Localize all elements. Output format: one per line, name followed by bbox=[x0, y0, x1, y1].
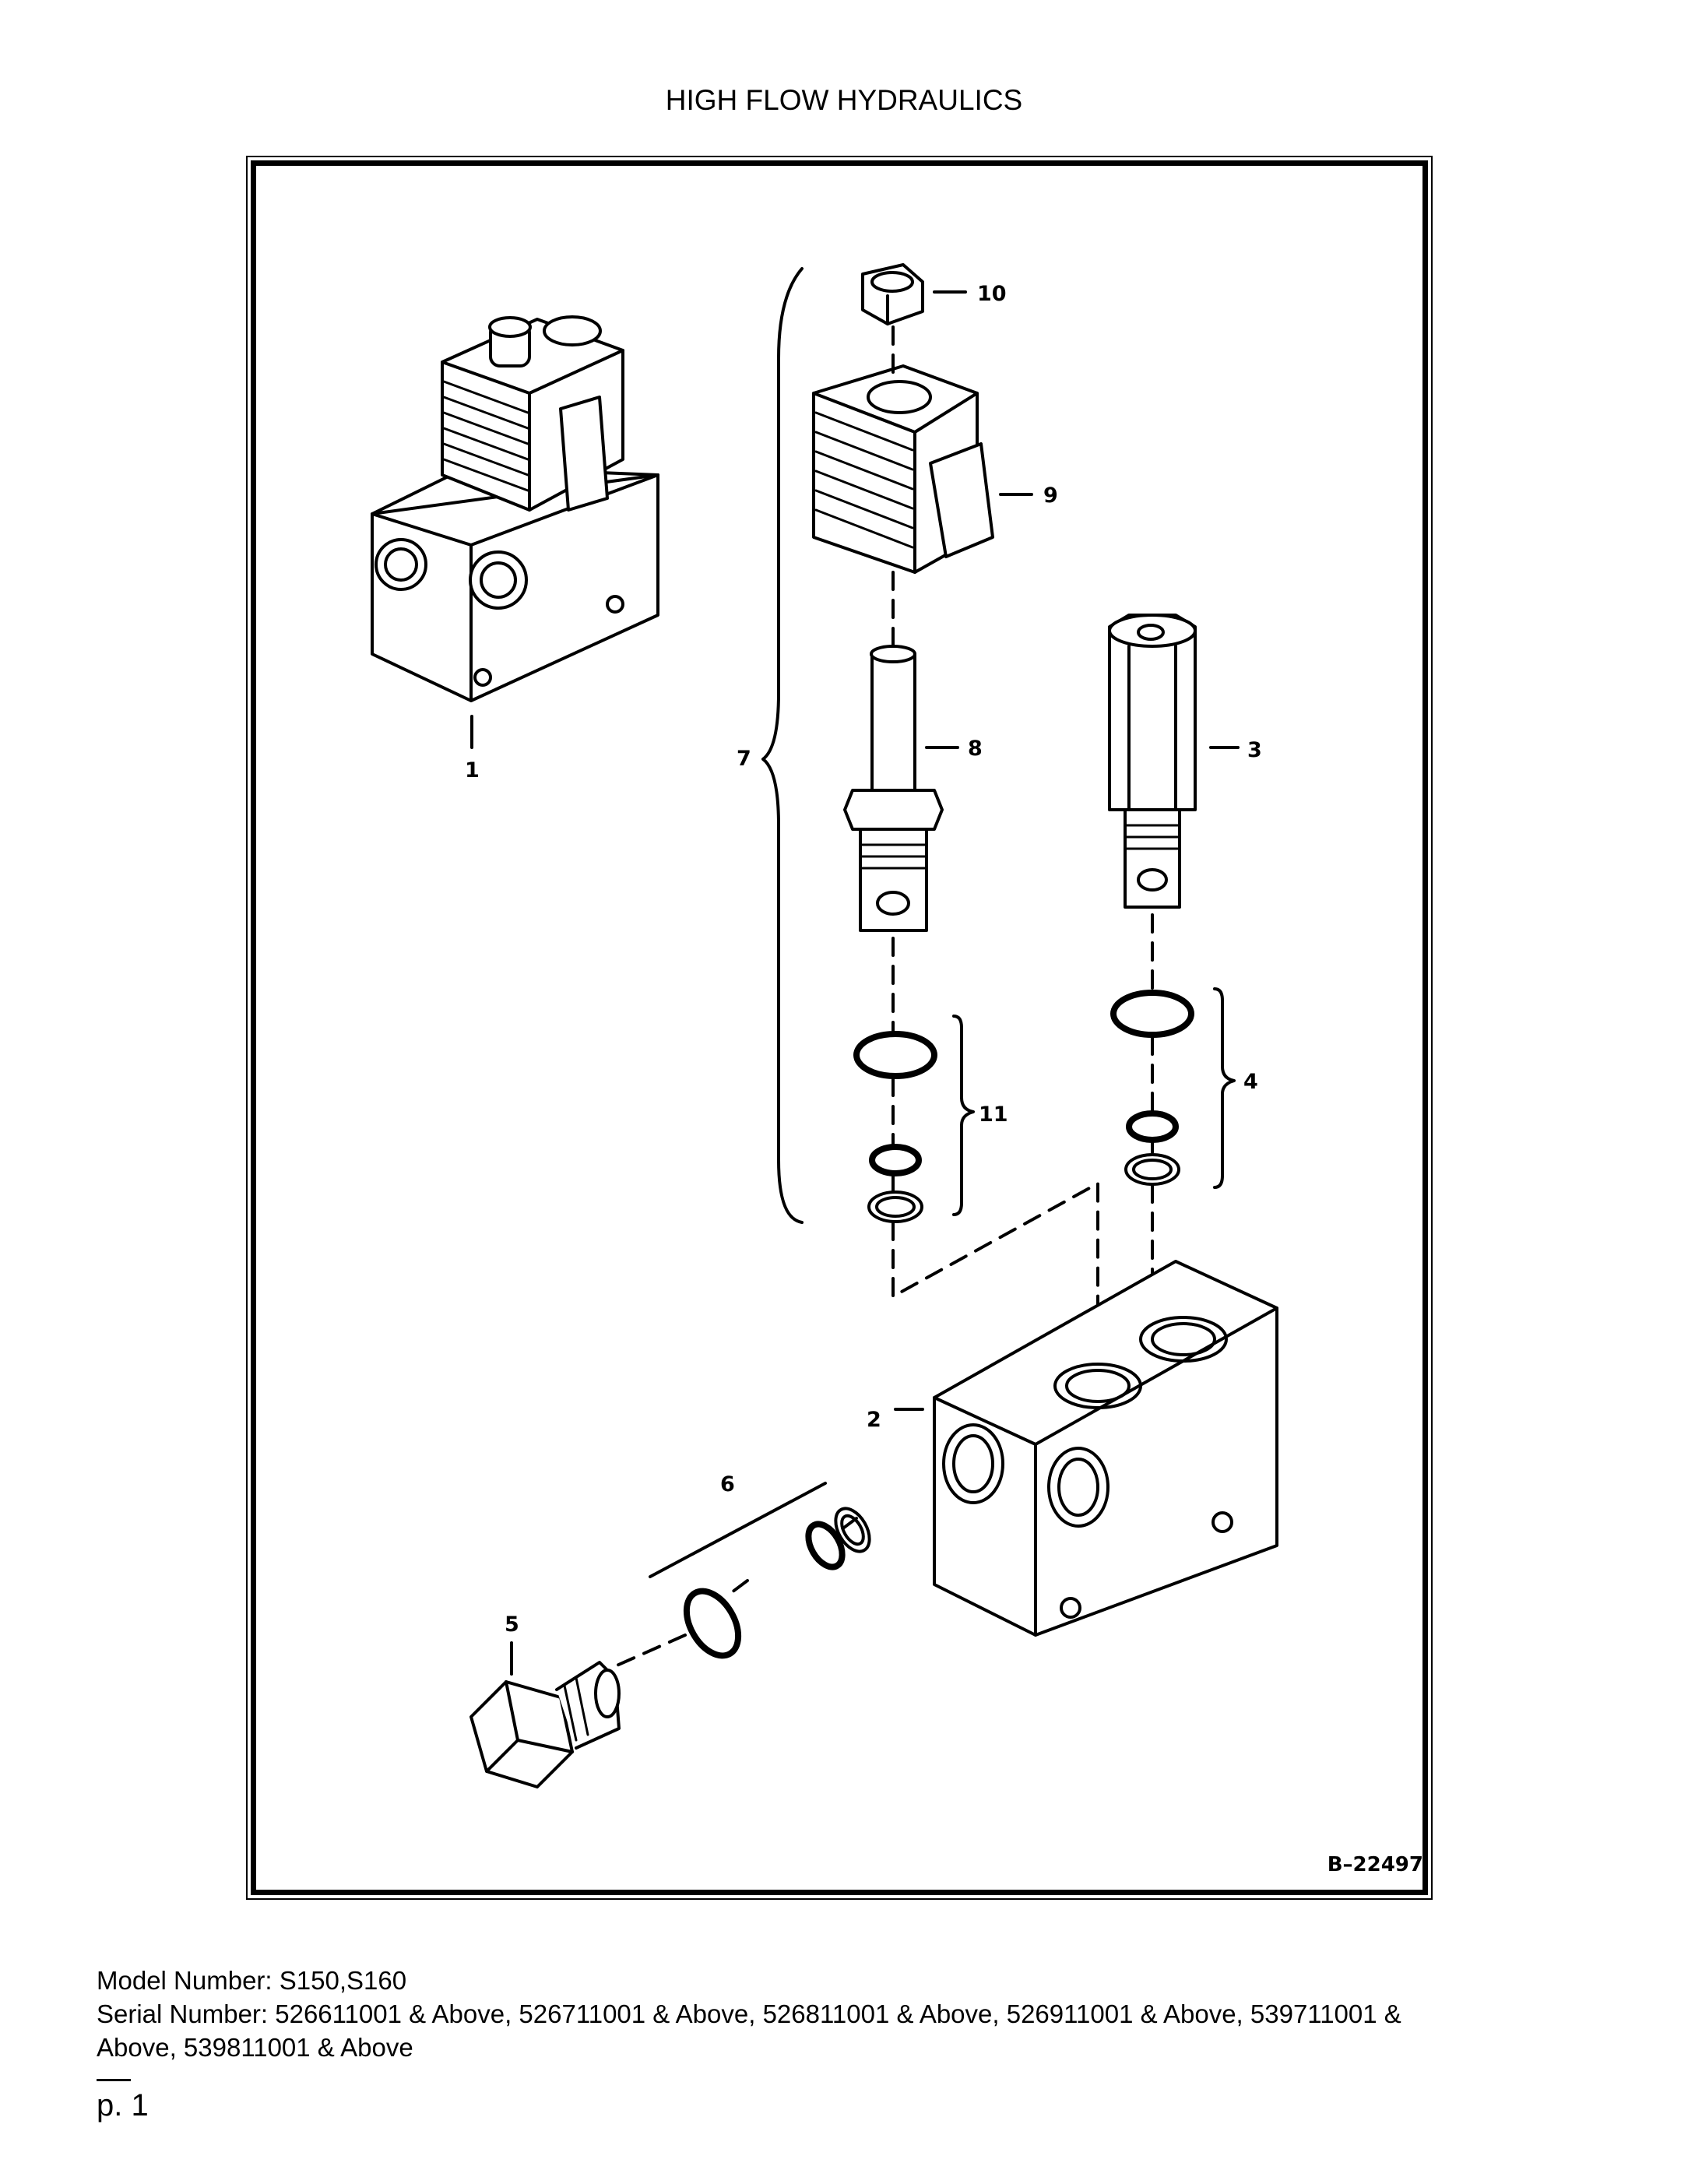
callout-11: 11 bbox=[979, 1103, 1008, 1127]
callout-1: 1 bbox=[465, 758, 480, 783]
part-10-nut bbox=[861, 263, 967, 325]
model-number: Model Number: S150,S160 bbox=[97, 1966, 407, 1995]
part-4-seals bbox=[1110, 990, 1194, 1186]
figure-frame-outer bbox=[246, 156, 1433, 1900]
page-number: p. 1 bbox=[97, 2088, 149, 2122]
part-6-seals bbox=[683, 1507, 871, 1659]
callout-9: 9 bbox=[1043, 484, 1058, 508]
part-9-coil bbox=[812, 364, 1033, 574]
callout-10: 10 bbox=[977, 282, 1007, 306]
callout-4: 4 bbox=[1243, 1070, 1258, 1094]
page-rule bbox=[97, 2079, 131, 2081]
part-1-valve-assembly bbox=[371, 315, 659, 749]
callout-8: 8 bbox=[968, 737, 983, 761]
figure-frame bbox=[251, 160, 1428, 1895]
part-5-plug bbox=[469, 1641, 621, 1788]
callout-2: 2 bbox=[867, 1408, 881, 1432]
callout-5: 5 bbox=[505, 1613, 519, 1637]
part-11-seals bbox=[853, 1031, 937, 1223]
page-title: HIGH FLOW HYDRAULICS bbox=[665, 84, 1023, 116]
part-2-manifold-block bbox=[894, 1260, 1278, 1637]
model-serial-info: Model Number: S150,S160 Serial Number: 5… bbox=[97, 1964, 1607, 2064]
callout-3: 3 bbox=[1247, 738, 1262, 762]
serial-number-line-1: Serial Number: 526611001 & Above, 526711… bbox=[97, 1999, 1401, 2028]
serial-number-line-2: Above, 539811001 & Above bbox=[97, 2033, 413, 2062]
part-3-relief-cartridge bbox=[1108, 614, 1240, 909]
part-8-cartridge bbox=[843, 645, 959, 932]
figure-id: B–22497 bbox=[1327, 1853, 1423, 1876]
callout-7: 7 bbox=[737, 747, 751, 771]
callout-6: 6 bbox=[720, 1472, 735, 1496]
